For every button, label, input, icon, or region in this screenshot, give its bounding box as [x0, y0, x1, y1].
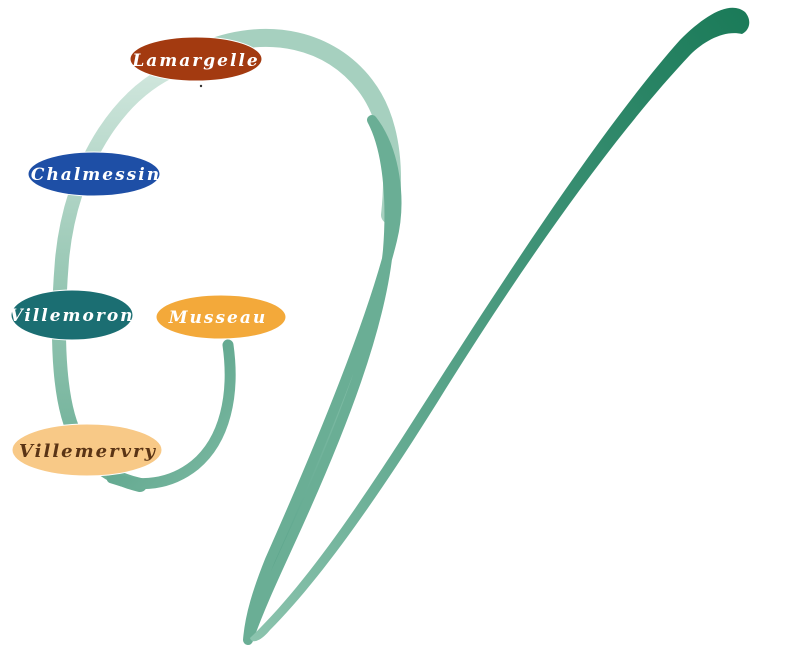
oval-shape: [155, 294, 287, 340]
v-left-downstroke: [243, 115, 402, 645]
village-oval-lamargelle[interactable]: Lamargelle: [129, 36, 263, 82]
village-label: Chalmessin: [31, 165, 161, 185]
v-right-upstroke: [250, 7, 750, 642]
ink-dot: [199, 84, 203, 88]
village-label: Lamargelle: [131, 51, 259, 71]
village-label: Villemervry: [19, 441, 157, 462]
village-oval-villemoron[interactable]: Villemoron: [9, 289, 134, 341]
v-inner-hook-stroke: [106, 339, 236, 490]
oval-shape: [11, 423, 163, 477]
village-label: Villemoron: [9, 306, 134, 326]
village-oval-villemervry[interactable]: Villemervry: [11, 423, 163, 477]
village-oval-musseau[interactable]: Musseau: [155, 294, 287, 340]
v-left-loop-stroke: [51, 53, 212, 492]
oval-shape: [129, 36, 263, 82]
village-oval-chalmessin[interactable]: Chalmessin: [27, 151, 161, 197]
oval-shape: [10, 289, 134, 341]
oval-shape: [27, 151, 161, 197]
village-label: Musseau: [168, 308, 268, 328]
